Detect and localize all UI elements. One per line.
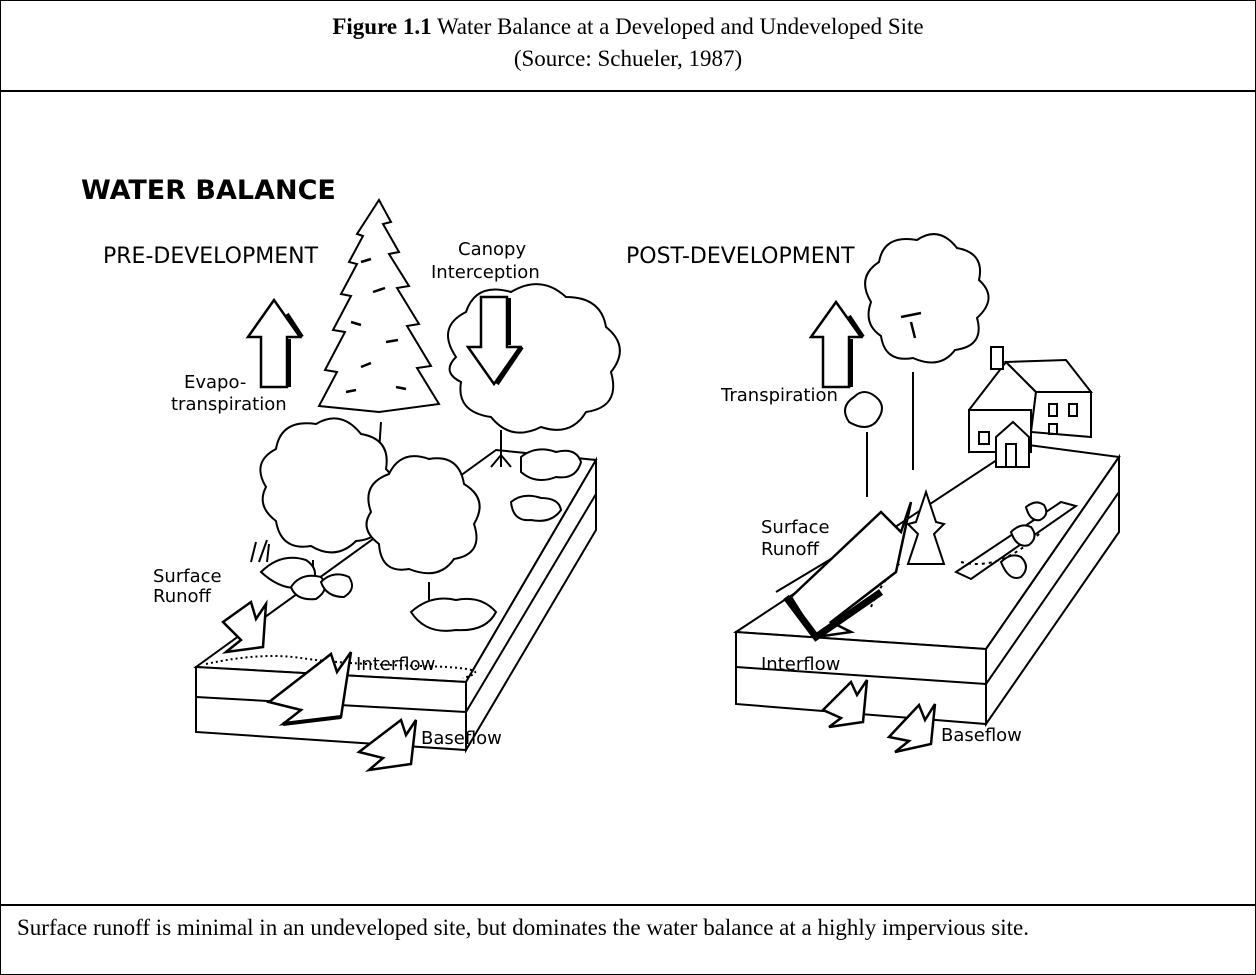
evapo-label-line1: Evapo-: [184, 372, 246, 393]
post-interflow-arrow: [820, 679, 869, 729]
transpiration-arrow: [808, 299, 864, 389]
figure-title: Water Balance at a Developed and Undevel…: [436, 14, 924, 39]
post-development-diagram: [732, 233, 1121, 754]
water-balance-diagram: WATER BALANCE PRE-DEVELOPMENT Canopy Int…: [81, 175, 1121, 772]
pre-baseflow-arrow: [356, 717, 418, 772]
water-balance-title: WATER BALANCE: [81, 175, 336, 206]
pre-surface-runoff-arrow: [221, 599, 268, 654]
post-surface-runoff-arrow: [789, 501, 913, 639]
evapotranspiration-arrow: [245, 297, 303, 389]
post-baseflow-arrow: [886, 702, 937, 754]
figure-source: (Source: Schueler, 1987): [513, 46, 743, 71]
transpiration-label: Transpiration: [720, 385, 838, 406]
post-baseflow-label: Baseflow: [941, 725, 1022, 746]
post-interflow-label: Interflow: [761, 654, 840, 675]
pre-interflow-label: Interflow: [356, 654, 435, 675]
post-trees: [844, 233, 1048, 579]
figure-illustration: WATER BALANCE PRE-DEVELOPMENT Canopy Int…: [1, 92, 1255, 906]
pre-interflow-arrow: [266, 651, 353, 726]
pre-surface-runoff-line1: Surface: [153, 566, 222, 587]
post-ground-block: [732, 442, 1121, 728]
pre-development-heading: PRE-DEVELOPMENT: [103, 244, 319, 269]
figure-label: Figure 1.1: [332, 14, 432, 39]
canopy-label-line2: Interception: [431, 262, 540, 283]
post-surface-runoff-line2: Runoff: [761, 539, 820, 560]
figure-title-line: Figure 1.1 Water Balance at a Developed …: [1, 14, 1255, 40]
evapo-label-line2: transpiration: [171, 394, 287, 415]
post-surface-runoff-line1: Surface: [761, 517, 830, 538]
canopy-label-line1: Canopy: [458, 239, 526, 260]
figure-header: Figure 1.1 Water Balance at a Developed …: [1, 1, 1255, 92]
post-development-heading: POST-DEVELOPMENT: [626, 244, 855, 269]
figure-caption: Surface runoff is minimal in an undevelo…: [17, 915, 1029, 940]
pre-baseflow-label: Baseflow: [421, 728, 502, 749]
pre-surface-runoff-line2: Runoff: [153, 586, 212, 607]
pre-conifer-tree: [317, 198, 441, 453]
house: [968, 346, 1094, 468]
pre-development-diagram: [193, 198, 621, 772]
